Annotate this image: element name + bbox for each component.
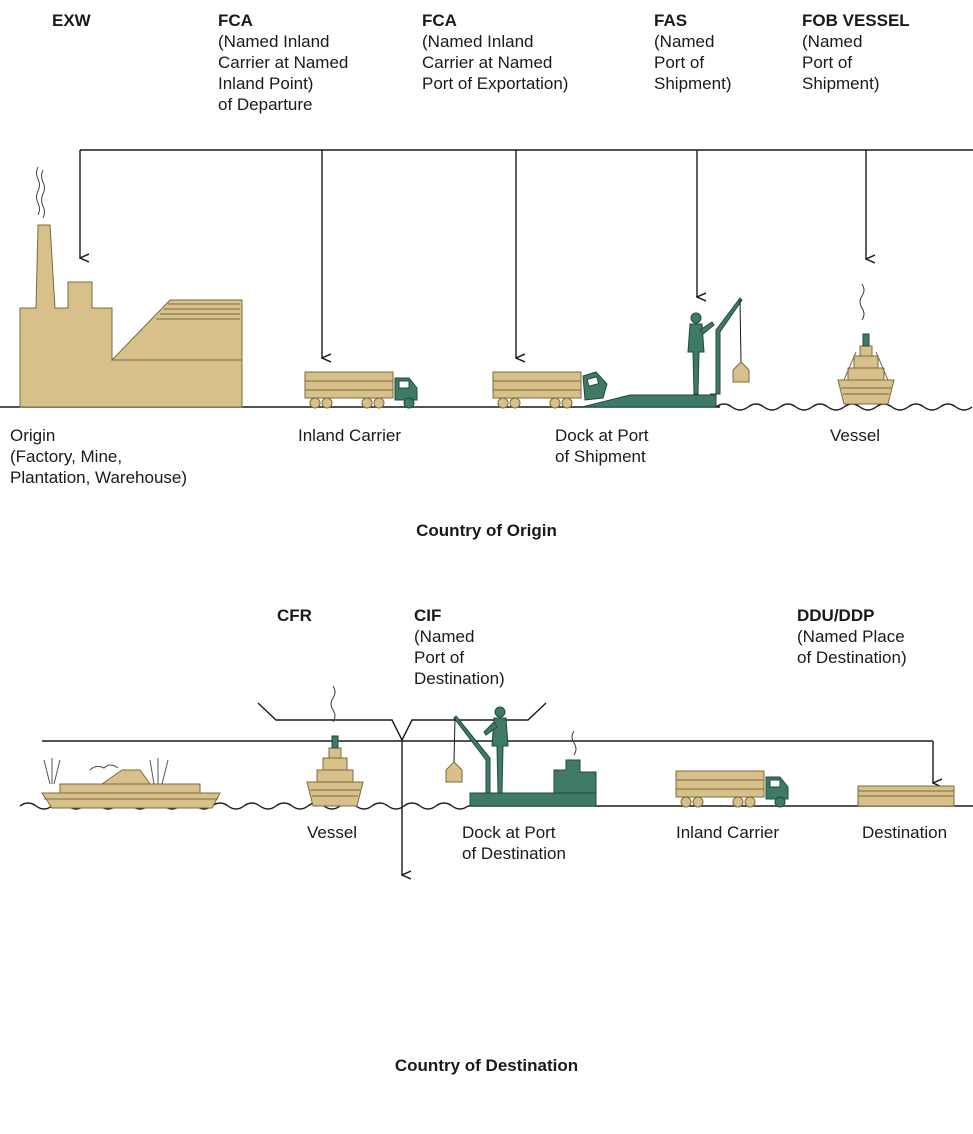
term-code: CFR [277, 606, 312, 625]
term-cif: CIF (Named Port of Destination) [414, 605, 505, 689]
term-exw: EXW [52, 10, 91, 31]
term-fca-port: FCA (Named Inland Carrier at Named Port … [422, 10, 568, 94]
term-fca-inland: FCA (Named Inland Carrier at Named Inlan… [218, 10, 348, 115]
factory-icon [19, 166, 243, 408]
term-fob-vessel: FOB VESSEL (Named Port of Shipment) [802, 10, 910, 94]
term-code: FCA [422, 11, 457, 30]
term-desc: (Named Port of Shipment) [654, 32, 732, 93]
label-dock-shipment: Dock at Port of Shipment [555, 426, 649, 466]
section-title-origin: Country of Origin [416, 521, 557, 540]
term-desc: (Named Inland Carrier at Named Inland Po… [218, 32, 349, 114]
term-code: CIF [414, 606, 442, 625]
label-origin: Origin (Factory, Mine, Plantation, Wareh… [10, 426, 188, 487]
term-desc: (Named Inland Carrier at Named Port of E… [422, 32, 569, 93]
destination-building-lower-block [880, 806, 954, 830]
dock-ramp-icon [581, 394, 717, 408]
dock-crane-worker-icon [445, 706, 597, 807]
vessel-icon [306, 685, 364, 807]
term-fas: FAS (Named Port of Shipment) [654, 10, 731, 94]
water-waves-origin [715, 403, 973, 411]
term-code: FCA [218, 11, 253, 30]
dump-truck-icon [492, 371, 608, 409]
label-inland-carrier-destination: Inland Carrier [676, 823, 779, 842]
term-desc: (Named Port of Destination) [414, 627, 505, 688]
vessel-icon [837, 283, 895, 405]
truck-icon [675, 770, 789, 808]
section-title-destination: Country of Destination [394, 1056, 579, 1075]
label-dock-destination: Dock at Port of Destination [462, 823, 566, 863]
truck-icon [304, 371, 418, 409]
term-code: FAS [654, 11, 688, 30]
cargo-ship-icon [41, 758, 221, 809]
term-desc: (Named Port of Shipment) [802, 32, 880, 93]
label-vessel-origin: Vessel [830, 426, 881, 445]
label-inland-carrier-origin: Inland Carrier [298, 426, 401, 445]
term-cfr: CFR [277, 605, 312, 626]
term-code: DDU/DDP [797, 606, 875, 625]
term-desc: (Named Place of Destination) [797, 627, 907, 667]
crane-worker-icon [687, 297, 750, 395]
term-ddu-ddp: DDU/DDP (Named Place of Destination) [797, 605, 907, 668]
origin-connector-lines [80, 149, 973, 358]
term-code: EXW [52, 11, 91, 30]
label-vessel-destination: Vessel [307, 823, 358, 842]
term-code: FOB VESSEL [802, 11, 910, 30]
label-destination: Destination [862, 823, 948, 842]
destination-building-lines [858, 790, 954, 797]
